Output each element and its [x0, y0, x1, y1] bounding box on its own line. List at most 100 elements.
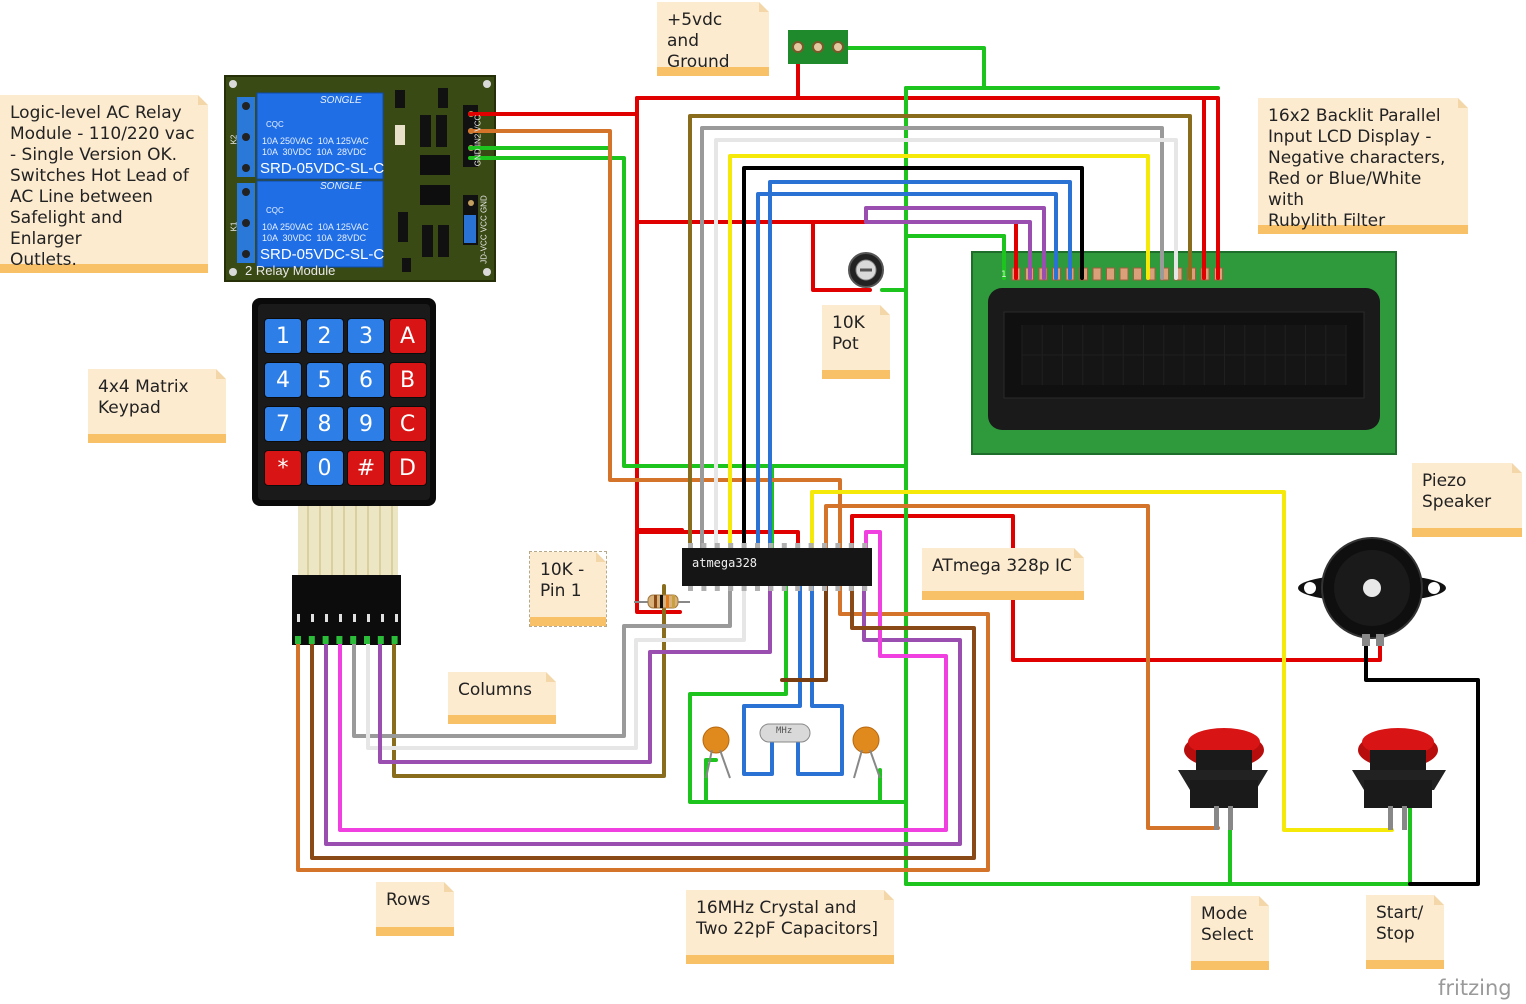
keypad-key-13[interactable]: 0: [305, 450, 344, 486]
relay-pins-top: GND IN2 VCC: [473, 114, 483, 167]
relay2-rating-2: 10A 30VDC 10A 28VDC: [262, 233, 367, 243]
supply-header: [788, 30, 848, 64]
keypad-key-3[interactable]: A: [388, 318, 427, 354]
chip-pin: [808, 586, 814, 591]
chip-pin: [768, 543, 774, 548]
chip-pin: [848, 543, 854, 548]
keypad-pin: [336, 636, 343, 644]
relay-pins-bottom: JD-VCC VCC GND: [479, 195, 489, 264]
chip-pin: [728, 543, 734, 548]
note-startstop: Start/ Stop: [1366, 895, 1444, 969]
chip-pin: [755, 586, 760, 591]
chip-pin: [835, 543, 841, 548]
chip-pin: [741, 586, 747, 591]
keypad-pin: [350, 636, 357, 644]
chip-pin: [701, 586, 707, 591]
chip-pin: [781, 543, 787, 548]
chip-pin: [822, 586, 827, 591]
chip-label: atmega328: [692, 556, 758, 570]
relay1-model: SRD-05VDC-SL-C: [260, 160, 385, 177]
note-resistor: 10K - Pin 1: [529, 551, 607, 627]
chip-pin: [835, 586, 841, 591]
keypad-key-9[interactable]: 8: [305, 406, 344, 442]
note-lcd: 16x2 Backlit Parallel Input LCD Display …: [1258, 98, 1468, 234]
chip-pin: [768, 586, 774, 591]
note-supply: +5vdc and Ground: [657, 2, 769, 76]
chip-pin: [781, 586, 787, 591]
chip-pin: [741, 543, 747, 548]
chip-pin: [714, 543, 720, 548]
relay2-cqc: CQC: [266, 206, 284, 215]
chip-pin: [795, 586, 801, 591]
keypad-pin: [377, 636, 384, 644]
chip-pin: [862, 543, 868, 548]
resistor: [634, 594, 690, 609]
keypad-pin: [364, 636, 370, 644]
chip-pin: [701, 543, 707, 548]
chip-pin: [688, 586, 693, 591]
chip-pin: [688, 543, 693, 548]
keypad-key-1[interactable]: 2: [305, 318, 344, 354]
keypad-key-5[interactable]: 5: [305, 362, 344, 398]
relay1-cqc: CQC: [266, 120, 284, 129]
relay-module: [224, 75, 496, 282]
relay-footer: 2 Relay Module: [245, 263, 336, 278]
chip-pin: [795, 543, 801, 548]
lcd-pin1-label: 1: [1001, 270, 1007, 280]
chip-pin: [808, 543, 814, 548]
keypad-key-2[interactable]: 3: [347, 318, 385, 354]
keypad-pin: [295, 636, 301, 644]
crystal-label: MHz: [776, 726, 793, 736]
note-crystal: 16MHz Crystal and Two 22pF Capacitors]: [686, 890, 894, 964]
note-atmega: ATmega 328p IC: [922, 548, 1084, 600]
keypad-key-6[interactable]: 6: [347, 362, 385, 398]
keypad-key-14[interactable]: #: [347, 450, 385, 486]
lcd-pin: [1092, 267, 1102, 281]
relay2-model: SRD-05VDC-SL-C: [260, 246, 385, 263]
wires: [296, 46, 1480, 886]
relay-k2-label: K2: [229, 134, 239, 145]
relay-k1-label: K1: [229, 221, 239, 232]
note-keypad: 4x4 Matrix Keypad: [88, 369, 226, 443]
lcd-module: [971, 251, 1397, 455]
note-relay: Logic-level AC Relay Module - 110/220 va…: [0, 95, 208, 273]
crystal-assembly: [702, 723, 881, 779]
mode-button-body: [1178, 728, 1268, 830]
lcd-pin: [1119, 267, 1129, 281]
relay1-rating-1: 10A 250VAC 10A 125VAC: [262, 136, 369, 146]
note-pot: 10K Pot: [822, 305, 890, 379]
start-button-body: [1352, 728, 1446, 830]
keypad-key-0[interactable]: 1: [264, 318, 302, 354]
atmega-chip: [682, 543, 872, 591]
keypad-pin: [308, 636, 315, 644]
chip-pin: [755, 543, 760, 548]
keypad-key-12[interactable]: *: [264, 450, 302, 486]
keypad-key-15[interactable]: D: [388, 450, 427, 486]
keypad-key-10[interactable]: 9: [347, 406, 385, 442]
note-mode: Mode Select: [1191, 896, 1269, 970]
keypad-key-8[interactable]: 7: [264, 406, 302, 442]
relay1-brand: SONGLE: [320, 95, 362, 106]
note-rows: Rows: [376, 882, 454, 936]
lcd-pin: [1133, 267, 1142, 281]
lcd-pin: [1106, 267, 1115, 281]
relay2-rating-1: 10A 250VAC 10A 125VAC: [262, 222, 369, 232]
keypad-pin: [391, 636, 398, 644]
fritzing-logo: fritzing: [1438, 976, 1512, 1000]
keypad-pin: [322, 636, 329, 644]
chip-pin: [848, 586, 854, 591]
keypad-key-7[interactable]: B: [388, 362, 427, 398]
keypad-key-4[interactable]: 4: [264, 362, 302, 398]
note-piezo: Piezo Speaker: [1412, 463, 1522, 537]
chip-pin: [862, 586, 868, 591]
chip-pin: [714, 586, 720, 591]
relay1-rating-2: 10A 30VDC 10A 28VDC: [262, 147, 367, 157]
potentiometer: [848, 252, 884, 288]
keypad-key-11[interactable]: C: [388, 406, 427, 442]
chip-pin: [728, 586, 734, 591]
piezo-speaker: [1298, 537, 1446, 646]
relay2-brand: SONGLE: [320, 181, 362, 192]
note-columns: Columns: [448, 672, 556, 724]
chip-pin: [822, 543, 827, 548]
